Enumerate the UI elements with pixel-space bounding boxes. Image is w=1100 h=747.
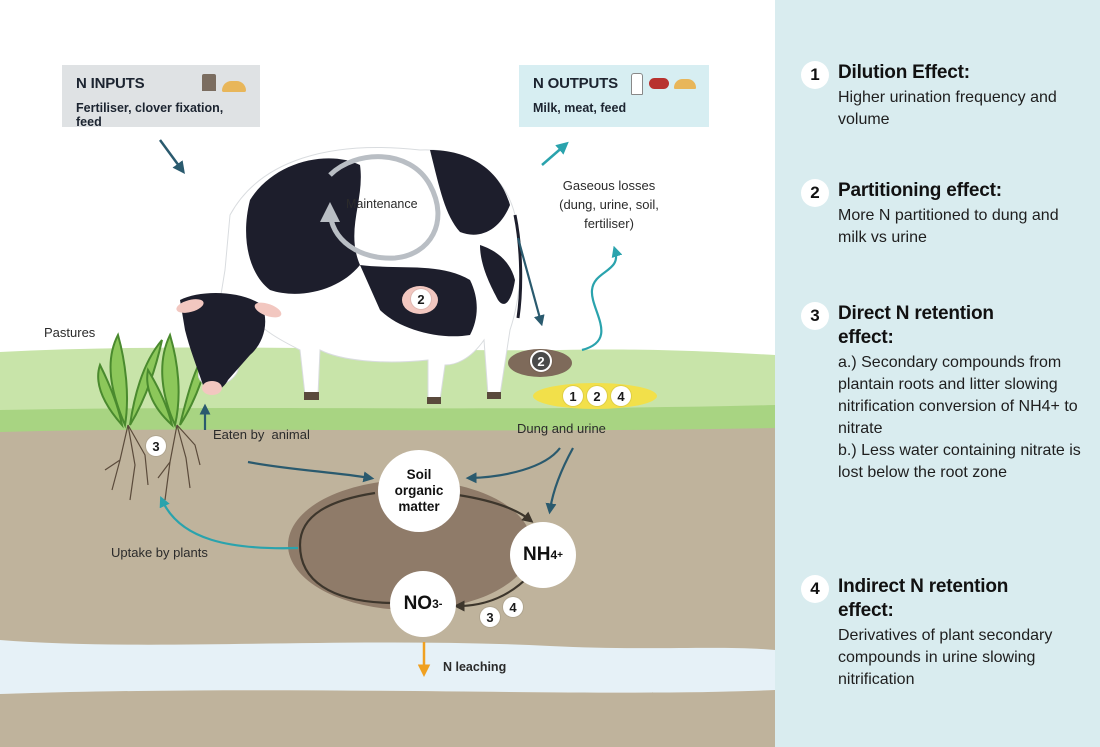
badge-dung: 2 bbox=[530, 350, 552, 372]
fertiliser-bag-icon bbox=[202, 74, 216, 91]
cow-patch bbox=[480, 245, 515, 304]
effect-title: Direct N retention effect: bbox=[838, 303, 994, 348]
effect-number: 2 bbox=[801, 179, 829, 207]
plantain-plants bbox=[97, 332, 213, 429]
effect-title: Indirect N retention effect: bbox=[838, 576, 1009, 621]
arrow-gaseous-losses bbox=[581, 245, 623, 352]
badge-urine-4: 4 bbox=[611, 386, 631, 406]
effect-body: Higher urination frequency and volume bbox=[838, 89, 1057, 128]
cow-patch bbox=[430, 150, 510, 235]
n-inputs-subtitle: Fertiliser, clover fixation, feed bbox=[76, 101, 224, 129]
meat-icon bbox=[649, 78, 669, 89]
effect-title: Dilution Effect: bbox=[838, 62, 970, 83]
effect-number: 4 bbox=[801, 575, 829, 603]
uptake-by-plants-label: Uptake by plants bbox=[111, 545, 208, 560]
cow-hoof bbox=[487, 392, 501, 399]
cow-head bbox=[180, 293, 266, 392]
effect-item-4: 4 Indirect N retention effect: Derivativ… bbox=[801, 575, 1091, 691]
badge-nitrification-4: 4 bbox=[503, 597, 523, 617]
effect-number: 1 bbox=[801, 61, 829, 89]
dung-and-urine-label: Dung and urine bbox=[517, 421, 606, 436]
cow-tail bbox=[513, 214, 523, 319]
plant-roots bbox=[104, 424, 201, 501]
effect-item-2: 2 Partitioning effect: More N partitione… bbox=[801, 179, 1091, 249]
badge-urine-2: 2 bbox=[587, 386, 607, 406]
cow-ear bbox=[254, 302, 282, 318]
bedrock bbox=[0, 690, 775, 747]
n-outputs-subtitle: Milk, meat, feed bbox=[533, 101, 627, 115]
badge-nitrification-3: 3 bbox=[480, 607, 500, 627]
cycle-arrow-no3-soil bbox=[298, 491, 393, 605]
n-leaching-label: N leaching bbox=[443, 660, 507, 674]
effect-item-1: 1 Dilution Effect: Higher urination freq… bbox=[801, 61, 1091, 131]
cow-hoof bbox=[427, 397, 441, 404]
maintenance-cycle-arrow bbox=[320, 154, 441, 261]
cycle-arrow-soil-nh4 bbox=[457, 493, 534, 523]
effect-body: Derivatives of plant secondary compounds… bbox=[838, 627, 1053, 688]
pastures-label: Pastures bbox=[44, 325, 96, 340]
arrow-urine-to-nh4 bbox=[545, 447, 574, 515]
cow-ear bbox=[176, 299, 204, 313]
gaseous-losses-label: Gaseous losses (dung, urine, soil, ferti… bbox=[559, 178, 659, 231]
cow-patch bbox=[246, 158, 361, 294]
arrow-cow-to-dung bbox=[516, 237, 545, 327]
badge-udder: 2 bbox=[411, 289, 431, 309]
arrow-dung-to-soil bbox=[465, 447, 561, 484]
cow-muzzle bbox=[202, 381, 222, 395]
arrow-outputs bbox=[541, 141, 569, 166]
effect-title: Partitioning effect: bbox=[838, 180, 1002, 201]
arrow-uptake bbox=[159, 495, 299, 550]
maintenance-label: Maintenance bbox=[346, 197, 418, 211]
arrow-plants-to-soil bbox=[247, 460, 375, 483]
effect-item-3: 3 Direct N retention effect: a.) Seconda… bbox=[801, 302, 1091, 484]
n-inputs-box: N INPUTS Fertiliser, clover fixation, fe… bbox=[62, 65, 260, 129]
badge-roots: 3 bbox=[146, 436, 166, 456]
n-outputs-title: N OUTPUTS bbox=[533, 75, 618, 92]
eaten-by-animal-label: Eaten by animal bbox=[213, 427, 310, 442]
cow-hoof bbox=[304, 392, 319, 400]
effect-number: 3 bbox=[801, 302, 829, 330]
effect-body: More N partitioned to dung and milk vs u… bbox=[838, 207, 1059, 246]
water-layer bbox=[0, 640, 775, 694]
n-outputs-box: N OUTPUTS Milk, meat, feed bbox=[519, 65, 709, 127]
feed-pile-icon bbox=[674, 79, 696, 89]
milk-bottle-icon bbox=[631, 73, 643, 95]
effect-body: a.) Secondary compounds from plantain ro… bbox=[838, 354, 1081, 481]
feed-pile-icon bbox=[222, 81, 246, 92]
effects-panel: 1 Dilution Effect: Higher urination freq… bbox=[775, 0, 1100, 747]
nitrogen-cycle-diagram: N INPUTS Fertiliser, clover fixation, fe… bbox=[0, 65, 775, 747]
badge-urine-1: 1 bbox=[563, 386, 583, 406]
landscape-illustration bbox=[0, 139, 775, 747]
n-inputs-title: N INPUTS bbox=[76, 75, 145, 92]
arrow-inputs bbox=[158, 139, 185, 175]
soil-organic-matter-node: Soil organic matter bbox=[378, 450, 460, 532]
soil-organic-pool bbox=[288, 480, 532, 610]
